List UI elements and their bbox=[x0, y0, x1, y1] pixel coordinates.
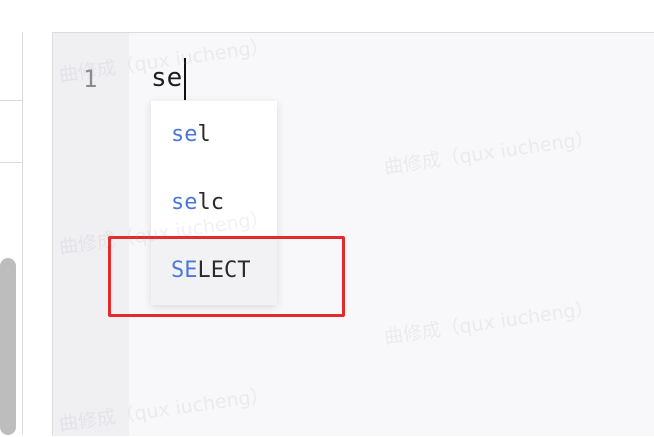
suggestion-match: SE bbox=[171, 258, 198, 283]
suggestion-select[interactable]: SELECT bbox=[151, 237, 277, 305]
highlight-annotation bbox=[108, 236, 345, 317]
panel-divider bbox=[0, 100, 22, 101]
suggestion-rest: LECT bbox=[197, 258, 251, 283]
suggestion-match: se bbox=[171, 190, 198, 215]
suggestion-rest: lc bbox=[197, 190, 225, 215]
suggestion-sel[interactable]: sel bbox=[151, 101, 277, 169]
suggestion-rest: l bbox=[197, 122, 211, 147]
text-cursor bbox=[184, 58, 186, 100]
panel-divider bbox=[0, 162, 22, 163]
line-number: 1 bbox=[83, 65, 98, 93]
suggestion-match: se bbox=[171, 122, 198, 147]
line-gutter bbox=[53, 33, 129, 436]
suggestion-selc[interactable]: selc bbox=[151, 169, 277, 237]
code-editor[interactable]: 1 se bbox=[52, 32, 654, 436]
autocomplete-dropdown: sel selc SELECT bbox=[151, 101, 277, 305]
code-line[interactable]: se bbox=[151, 63, 183, 93]
left-scrollbar[interactable] bbox=[0, 258, 16, 435]
